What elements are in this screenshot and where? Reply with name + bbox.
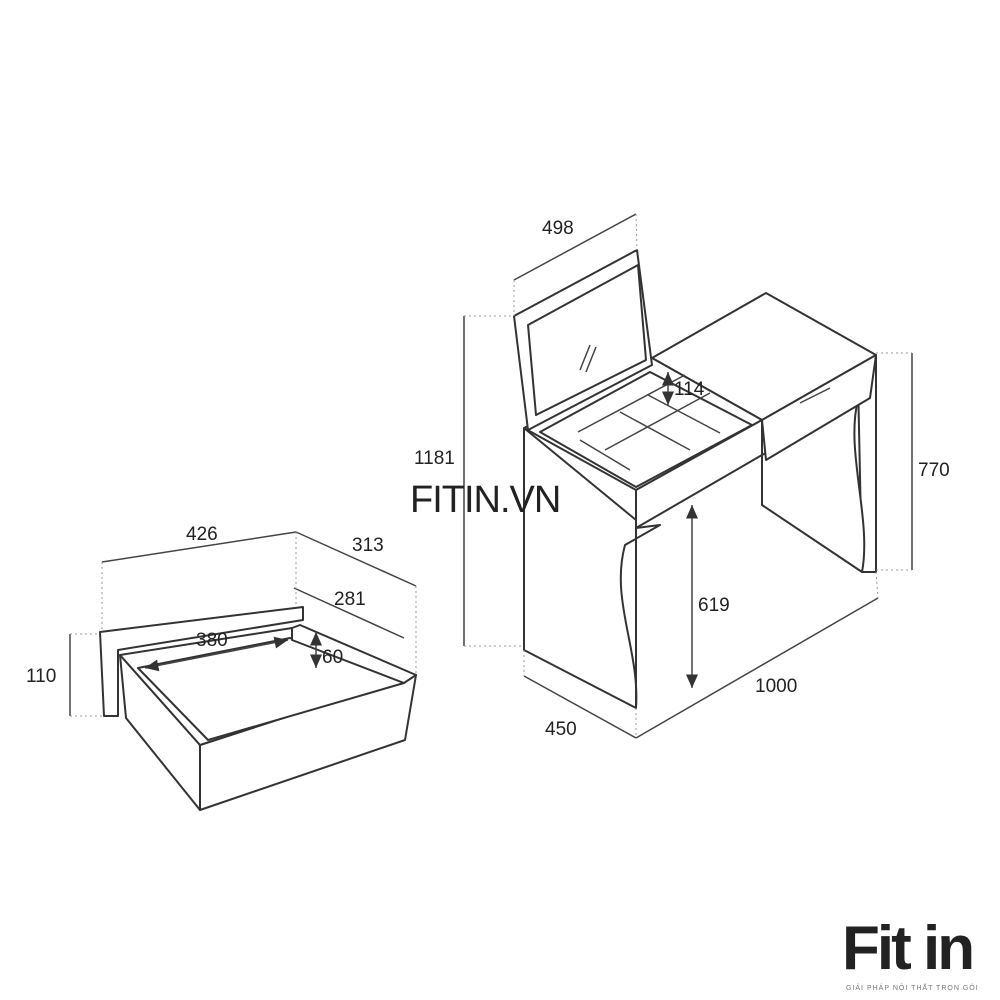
dim-depth: 450 <box>545 719 577 740</box>
dim-table-height: 770 <box>918 460 950 481</box>
dim-length: 1000 <box>755 676 797 697</box>
dressing-table-drawing <box>463 213 913 739</box>
dim-total-height: 1181 <box>414 448 455 469</box>
dim-drawer-inner-width: 380 <box>196 630 228 651</box>
brand-tagline: GIẢI PHÁP NỘI THẤT TRỌN GÓI <box>846 985 979 992</box>
brand-logo: Fit in <box>842 914 975 983</box>
dim-leg-clearance: 619 <box>698 595 730 616</box>
dim-drawer-width: 426 <box>186 524 218 545</box>
drawer-drawing <box>69 531 417 811</box>
dim-mirror-width: 498 <box>542 218 574 239</box>
dim-drawer-inner-height: 60 <box>322 647 343 668</box>
dim-compartment-depth: 114 <box>674 379 705 400</box>
watermark: FITIN.VN <box>410 479 561 521</box>
dim-drawer-height: 110 <box>26 666 56 687</box>
dim-drawer-inner-depth: 281 <box>334 589 366 610</box>
dim-drawer-depth: 313 <box>352 535 384 556</box>
